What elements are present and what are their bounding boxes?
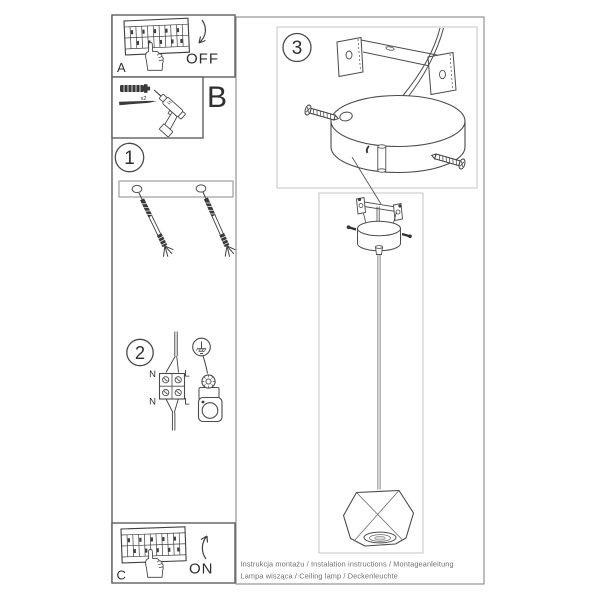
ground-symbol-icon [192, 337, 211, 357]
terminal-label-n-bottom: N [149, 397, 156, 408]
shade-facet-lines [353, 490, 403, 542]
lamp-canopy [346, 220, 412, 255]
terminal-screws [162, 376, 182, 397]
footer-line-1: Instrukcja montażu / Instalation instruc… [241, 560, 454, 569]
step-2-badge [126, 338, 154, 367]
power-cable [402, 27, 444, 98]
step-3-number: 3 [292, 38, 303, 59]
screw-anchor [197, 189, 238, 259]
pendant-cable [377, 254, 381, 490]
lamp-illustration-frame [318, 192, 424, 554]
terminal-label-n-top: N [149, 369, 156, 380]
canopy-screw [401, 232, 410, 238]
step-1-section: 1 [114, 142, 238, 260]
power-on-label: ON [189, 561, 214, 578]
lamp-socket [374, 535, 386, 541]
canopy-screw [349, 226, 357, 231]
step-b-label: B [207, 81, 227, 114]
curved-arrow-up-icon [200, 535, 209, 560]
step-1-badge [114, 142, 145, 173]
lamp-illustration [342, 196, 415, 547]
footer: Instrukcja montażu / Instalation instruc… [241, 560, 454, 581]
mounting-screw [429, 149, 467, 171]
step-c-panel: ON C [111, 522, 236, 584]
bracket-hole [131, 184, 143, 194]
ceiling-bracket [336, 36, 457, 96]
outer-frame [235, 16, 485, 585]
drill-bit-icon [119, 100, 158, 106]
wall-plug-icon [120, 84, 151, 93]
step-c-label: C [117, 568, 126, 583]
terminal-label-l-bottom: L [184, 397, 189, 408]
lamp-shade [342, 489, 415, 547]
step-2-section: 2 N L N L [126, 331, 223, 431]
mounting-bracket [118, 180, 234, 198]
step-3-panel: 3 [282, 27, 467, 205]
bracket-hole [195, 184, 207, 193]
screw-anchor [133, 189, 176, 260]
power-off-label: OFF [186, 51, 219, 68]
leader-line [351, 156, 382, 205]
step-a-label: A [117, 60, 126, 75]
step-1-number: 1 [124, 148, 135, 169]
drill-icon [153, 89, 186, 138]
step-a-panel: OFF A [111, 14, 236, 78]
wiring-diagram: N L N L [149, 331, 190, 431]
terminal-label-l-top: L [184, 369, 189, 380]
supply-wire [174, 331, 178, 356]
ground-wire [202, 355, 208, 374]
step-3-panel-frame [276, 26, 478, 189]
ground-terminal [197, 374, 223, 423]
fuse-box-icon [122, 17, 191, 57]
footer-line-2: Lampa wisząca / Ceiling lamp / Deckenleu… [241, 572, 398, 581]
step-3-badge [282, 32, 312, 63]
ceiling-canopy [330, 94, 466, 174]
quantity-label: x2 [141, 96, 147, 102]
hanging-bracket [356, 196, 403, 227]
step-2-number: 2 [135, 343, 145, 363]
fuse-box-icon [119, 525, 188, 565]
canopy-screw-hole [339, 111, 353, 122]
step-b-panel: x2 B [111, 76, 227, 139]
cable-grommet [377, 168, 387, 173]
curved-arrow-down-icon [198, 19, 206, 44]
